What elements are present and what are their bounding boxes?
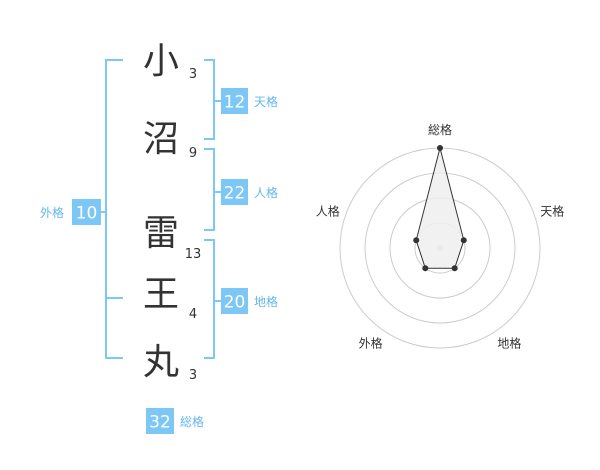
gaikaku-label: 外格 — [40, 205, 64, 220]
radar-axis-label-5: 人格 — [316, 204, 340, 219]
radar-axis-label-4: 外格 — [359, 335, 383, 350]
tenkaku-badge: 12 天格 — [221, 88, 278, 114]
soukaku-label: 総格 — [180, 414, 204, 429]
radar-area — [415, 147, 465, 269]
tenkaku-value: 12 — [224, 93, 246, 113]
char-5-strokes: 3 — [189, 368, 197, 383]
char-4: 王 — [143, 274, 179, 315]
jinkaku-bracket — [204, 148, 215, 231]
name-characters: 小 3 沼 9 雷 13 王 4 丸 3 — [143, 41, 201, 383]
radar-point-4 — [422, 265, 429, 272]
char-4-strokes: 4 — [189, 307, 197, 322]
jinkaku-value: 22 — [224, 184, 246, 204]
soukaku-badge: 32 総格 — [146, 408, 204, 434]
chikaku-badge: 20 地格 — [221, 288, 278, 314]
char-3-strokes: 13 — [185, 247, 202, 262]
tenkaku-label: 天格 — [254, 94, 278, 109]
soukaku-box — [146, 408, 174, 434]
char-2: 沼 — [143, 119, 179, 160]
char-5: 丸 — [143, 342, 179, 383]
radar-point-1 — [437, 145, 443, 151]
radar-axis-label-1: 総格 — [428, 122, 452, 137]
jinkaku-badge: 22 人格 — [221, 179, 278, 205]
gaikaku-bracket — [105, 59, 123, 359]
chikaku-label: 地格 — [254, 294, 278, 309]
radar-point-2 — [460, 237, 467, 244]
char-1-strokes: 3 — [189, 67, 197, 82]
jinkaku-box — [221, 179, 248, 205]
gaikaku-badge: 外格 10 — [40, 199, 101, 225]
radar-point-3 — [451, 265, 458, 272]
chikaku-box — [221, 288, 248, 314]
chikaku-value: 20 — [224, 293, 246, 313]
soukaku-value: 32 — [149, 413, 171, 433]
fortune-brackets — [101, 59, 221, 359]
radar-axis-label-3: 地格 — [497, 335, 521, 350]
char-1: 小 — [143, 41, 179, 82]
char-3: 雷 — [143, 213, 179, 254]
radar-point-5 — [413, 237, 420, 244]
tenkaku-box — [221, 88, 248, 114]
char-2-strokes: 9 — [189, 146, 197, 161]
gaikaku-value: 10 — [76, 204, 98, 224]
radar-axis-label-2: 天格 — [540, 204, 564, 219]
jinkaku-label: 人格 — [254, 185, 278, 200]
tenkaku-bracket — [204, 59, 215, 140]
chikaku-bracket — [204, 239, 215, 359]
gaikaku-box — [72, 199, 101, 225]
